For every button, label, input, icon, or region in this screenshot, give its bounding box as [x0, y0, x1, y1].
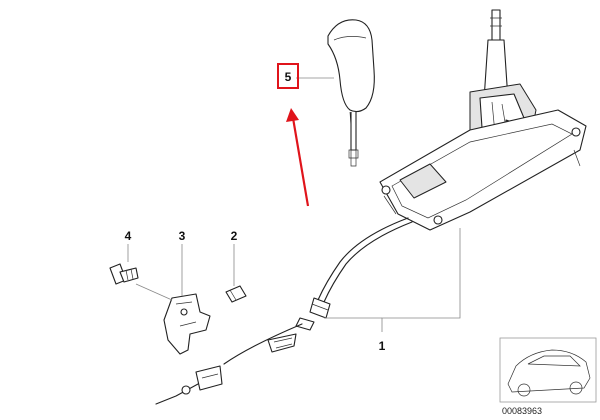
- selector-cable: [155, 217, 413, 405]
- shift-knob: [327, 19, 375, 167]
- pin: [225, 285, 247, 303]
- callout-4: 4: [125, 229, 132, 243]
- gear-shift-mechanism: [379, 9, 587, 231]
- bolt: [109, 263, 139, 285]
- callout-2: 2: [231, 229, 238, 243]
- vehicle-thumbnail: [499, 337, 597, 403]
- callout-5: 5: [285, 70, 292, 84]
- callouts: 5 4 3 2 1: [125, 63, 386, 353]
- bracket: [163, 293, 211, 355]
- callout-3: 3: [179, 229, 186, 243]
- callout-1: 1: [379, 339, 386, 353]
- leader-lines: [127, 77, 461, 332]
- reference-code: 00083963: [502, 406, 542, 416]
- red-arrow: [286, 108, 310, 207]
- callout-5-highlight-box: [277, 63, 299, 89]
